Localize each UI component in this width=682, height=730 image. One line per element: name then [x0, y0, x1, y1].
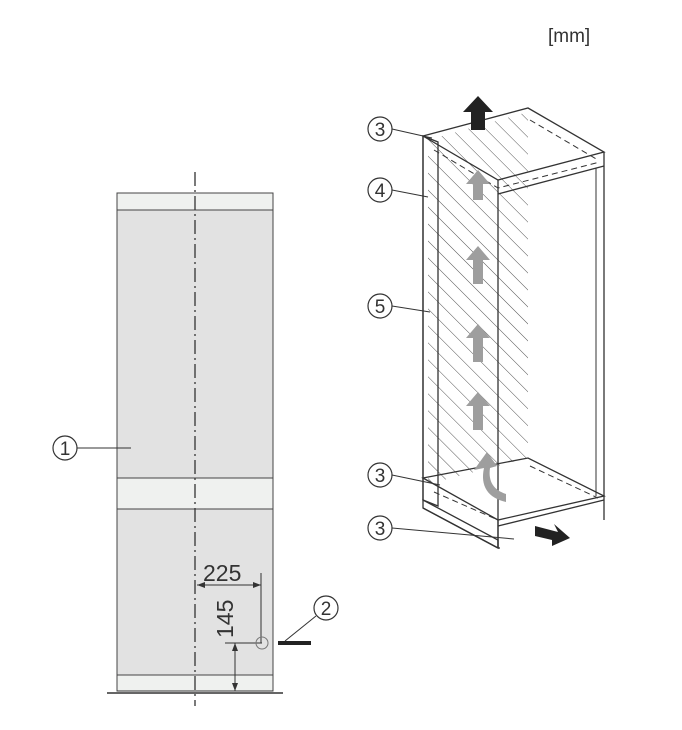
air-inlet-arrow [535, 524, 570, 546]
air-outlet-arrow [463, 96, 493, 130]
callout-1: 1 [52, 435, 131, 461]
bottom-plinth [422, 498, 499, 550]
water-connection-point [255, 636, 269, 650]
dimension-225: 225 [197, 560, 262, 643]
svg-text:2: 2 [321, 599, 332, 620]
svg-text:3: 3 [375, 519, 386, 540]
air-arrow-up-2 [466, 246, 490, 284]
callout-2: 2 [284, 595, 339, 642]
appliance-front-view: 225 145 1 2 [52, 172, 339, 706]
cabinet-niche-view: 3 4 5 3 3 [367, 96, 606, 550]
svg-text:5: 5 [375, 297, 386, 318]
callout-4: 4 [367, 177, 429, 203]
unit-label: [mm] [548, 26, 591, 47]
callout-3-top: 3 [367, 116, 433, 142]
airflow-arrows [466, 170, 506, 502]
dimension-145-label: 145 [212, 600, 238, 638]
svg-text:3: 3 [375, 120, 386, 141]
callout-5: 5 [367, 293, 431, 319]
dimension-225-label: 225 [203, 560, 241, 586]
air-arrow-up-4 [466, 392, 490, 430]
dimension-145: 145 [212, 600, 262, 691]
svg-text:4: 4 [375, 181, 386, 202]
callout-3-middle: 3 [367, 462, 441, 488]
callout-3-bottom: 3 [367, 515, 515, 541]
svg-text:1: 1 [60, 439, 71, 460]
svg-text:3: 3 [375, 466, 386, 487]
side-panel [422, 135, 439, 507]
air-arrow-curve [474, 452, 506, 502]
air-arrow-up-3 [466, 324, 490, 362]
air-arrow-up-1 [466, 170, 490, 200]
ventilation-channel [428, 112, 528, 484]
